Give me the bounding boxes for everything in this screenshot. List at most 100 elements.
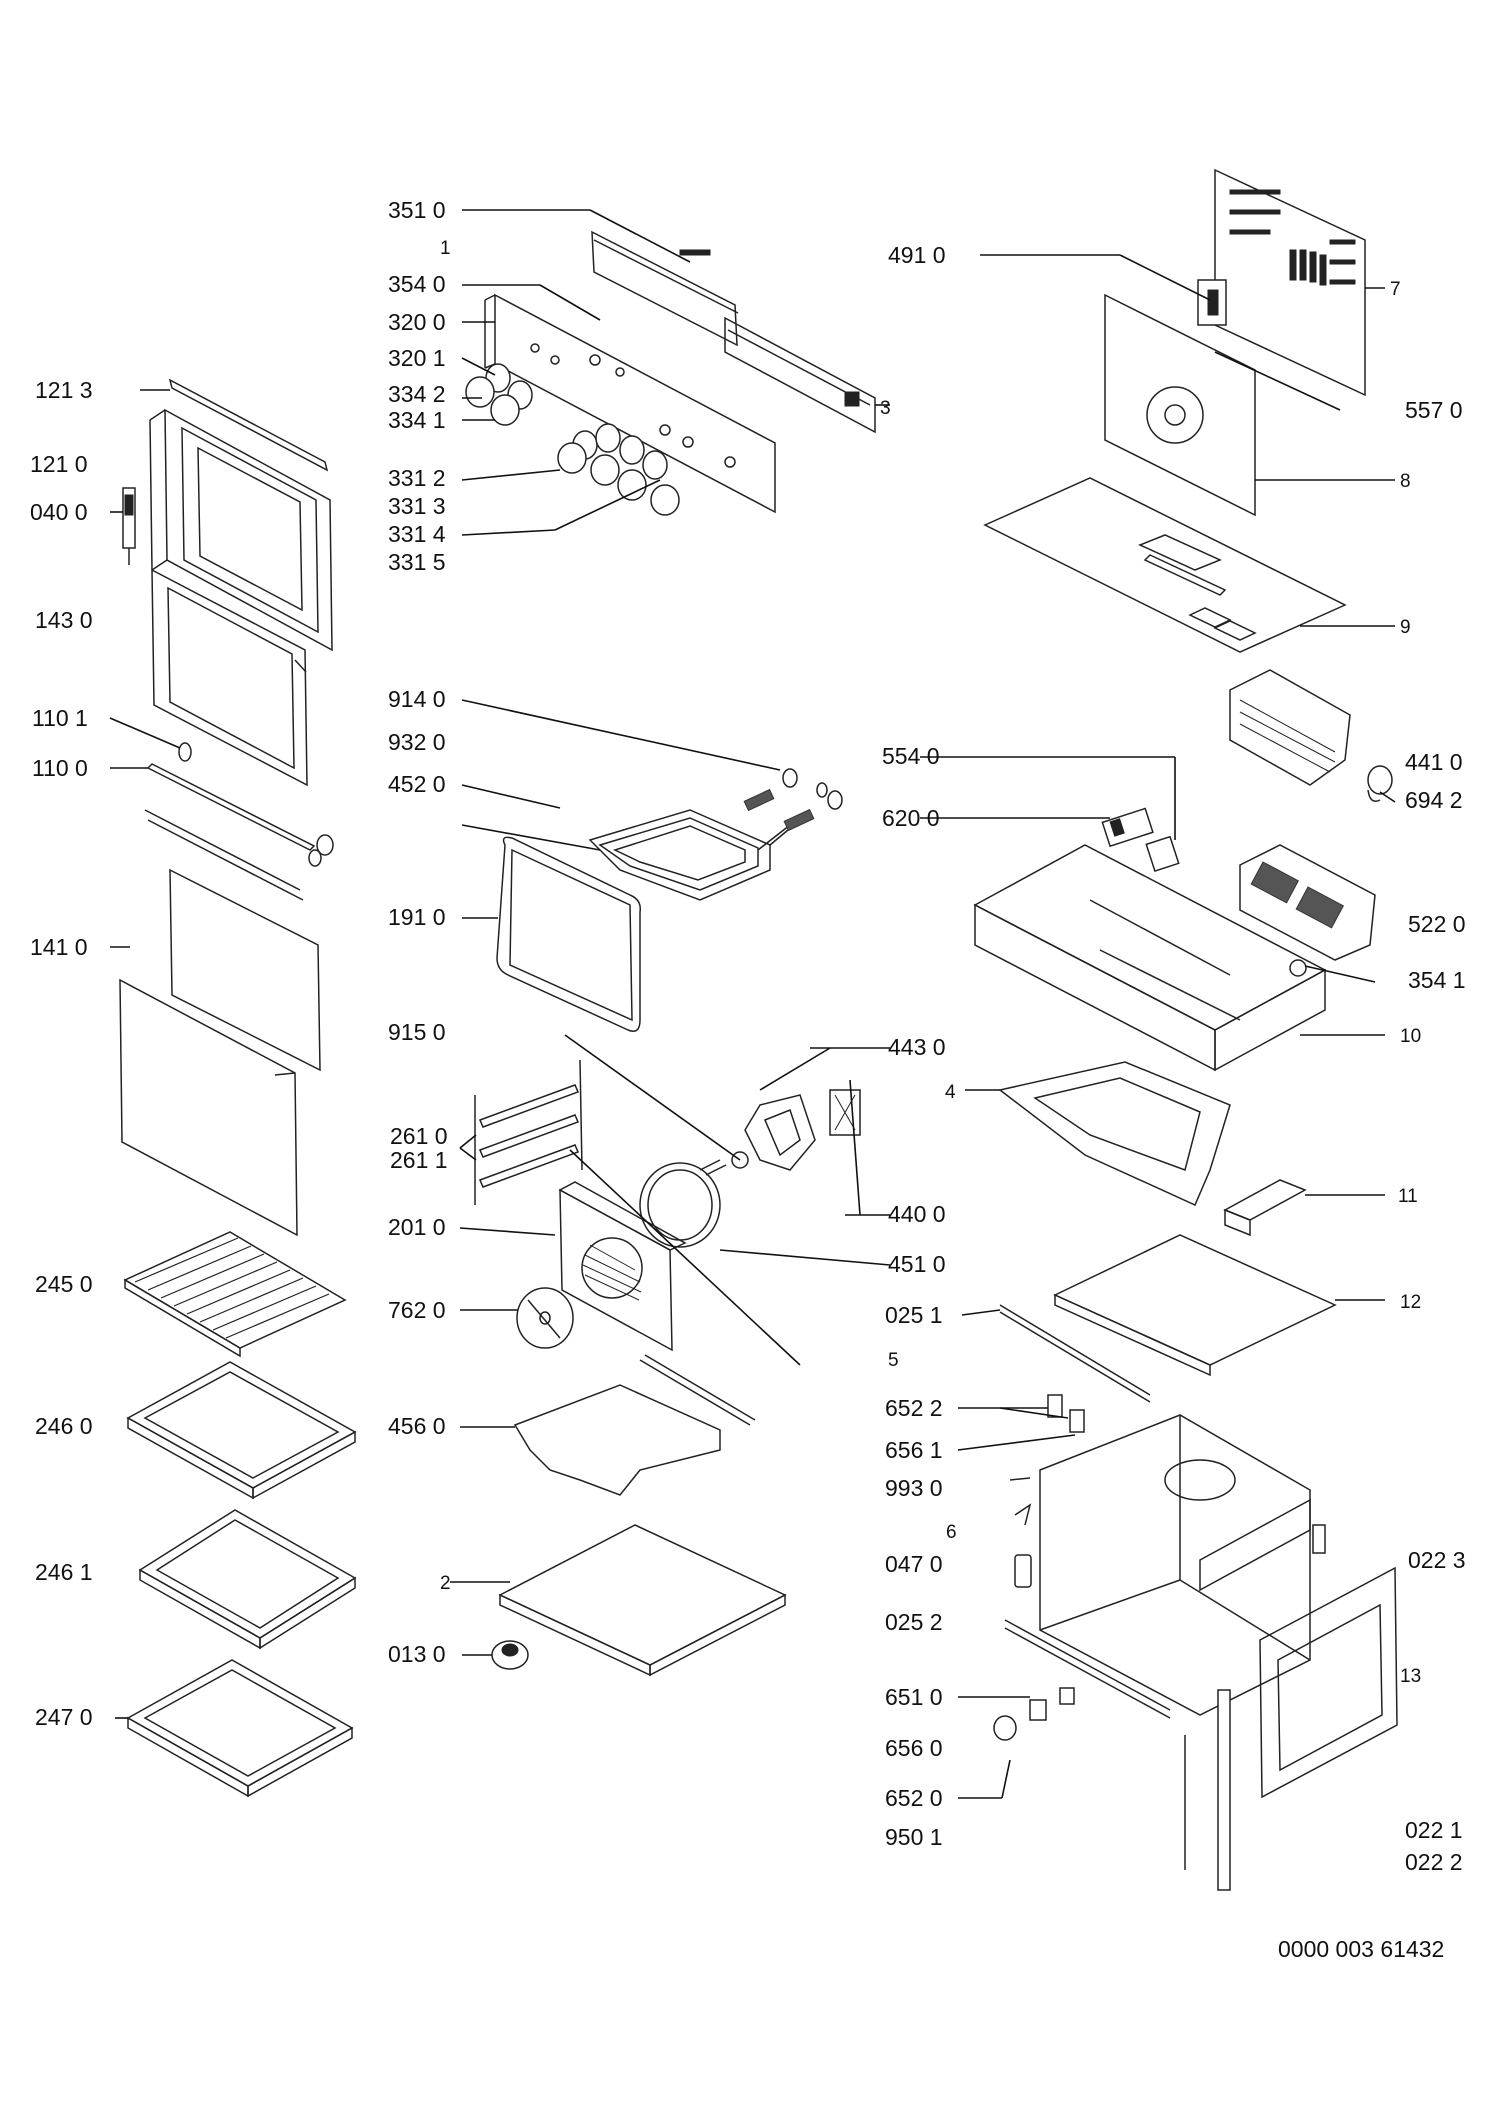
label-110-0: 110 0 <box>32 755 88 781</box>
label-5: 5 <box>888 1350 899 1371</box>
grill-rack-456 <box>513 1354 756 1496</box>
label-620-0: 620 0 <box>882 805 940 831</box>
label-047-0: 047 0 <box>885 1551 943 1577</box>
label-3: 3 <box>880 398 891 419</box>
label-334-2: 334 2 <box>388 381 446 407</box>
door-frame-13 <box>1184 1566 1398 1891</box>
label-651-0: 651 0 <box>885 1684 943 1710</box>
part-labels: 351 0 1 354 0 320 0 320 1 334 2 334 1 3 … <box>30 197 1466 1962</box>
label-025-2: 025 2 <box>885 1609 943 1635</box>
tray-246-1 <box>138 1509 357 1650</box>
label-331-5: 331 5 <box>388 549 446 575</box>
label-950-1: 950 1 <box>885 1824 943 1850</box>
heating-element-452 <box>588 809 801 901</box>
label-110-1: 110 1 <box>32 705 88 731</box>
label-351-0: 351 0 <box>388 197 446 223</box>
label-022-2: 022 2 <box>1405 1849 1463 1875</box>
label-320-1: 320 1 <box>388 345 446 371</box>
element-screws <box>743 768 843 832</box>
tray-246-0 <box>126 1361 357 1500</box>
bracket-4 <box>998 1061 1231 1206</box>
control-knobs <box>465 363 680 516</box>
label-652-0: 652 0 <box>885 1785 943 1811</box>
label-452-0: 452 0 <box>388 771 446 797</box>
label-554-0: 554 0 <box>882 743 940 769</box>
label-121-3: 121 3 <box>35 377 93 403</box>
label-261-0: 261 0 <box>390 1123 448 1149</box>
label-656-0: 656 0 <box>885 1735 943 1761</box>
label-7: 7 <box>1390 279 1401 300</box>
oven-cavity <box>1039 1414 1326 1716</box>
label-040-0: 040 0 <box>30 499 88 525</box>
door-assembly <box>119 378 334 1237</box>
label-022-3: 022 3 <box>1408 1547 1466 1573</box>
label-354-0: 354 0 <box>388 271 446 297</box>
document-number: 0000 003 61432 <box>1278 1936 1444 1962</box>
label-121-0: 121 0 <box>30 451 88 477</box>
small-parts-right <box>993 1394 1171 1741</box>
label-456-0: 456 0 <box>388 1413 446 1439</box>
base-plate-9 <box>983 477 1347 653</box>
label-354-1: 354 1 <box>1408 967 1466 993</box>
leader-lines <box>109 209 1396 1799</box>
label-652-2: 652 2 <box>885 1395 943 1421</box>
label-1: 1 <box>440 238 451 259</box>
label-762-0: 762 0 <box>388 1297 446 1323</box>
label-12: 12 <box>1400 1292 1421 1313</box>
label-246-0: 246 0 <box>35 1413 93 1439</box>
label-247-0: 247 0 <box>35 1704 93 1730</box>
shelf-runners-261 <box>474 1059 583 1205</box>
switch-module-522 <box>1239 844 1376 977</box>
label-9: 9 <box>1400 617 1411 638</box>
label-141-0: 141 0 <box>30 934 88 960</box>
fan-cover-201 <box>558 1181 687 1352</box>
label-022-1: 022 1 <box>1405 1817 1463 1843</box>
label-320-0: 320 0 <box>388 309 446 335</box>
label-143-0: 143 0 <box>35 607 93 633</box>
label-993-0: 993 0 <box>885 1475 943 1501</box>
label-522-0: 522 0 <box>1408 911 1466 937</box>
control-panel-assembly <box>484 230 876 514</box>
tangential-fan-441 <box>1229 669 1393 802</box>
label-656-1: 656 1 <box>885 1437 943 1463</box>
label-11: 11 <box>1398 1186 1418 1207</box>
label-191-0: 191 0 <box>388 904 446 930</box>
label-261-1: 261 1 <box>390 1147 448 1173</box>
label-932-0: 932 0 <box>388 729 446 755</box>
label-245-0: 245 0 <box>35 1271 93 1297</box>
label-334-1: 334 1 <box>388 407 446 433</box>
label-914-0: 914 0 <box>388 686 446 712</box>
top-plate-12 <box>999 1234 1337 1403</box>
label-025-1: 025 1 <box>885 1302 943 1328</box>
label-10: 10 <box>1400 1026 1421 1047</box>
oven-shelf-245 <box>123 1231 347 1358</box>
bracket-11 <box>1223 1179 1307 1237</box>
label-013-0: 013 0 <box>388 1641 446 1667</box>
label-331-2: 331 2 <box>388 465 446 491</box>
label-694-2: 694 2 <box>1405 787 1463 813</box>
oven-lamp-013 <box>491 1640 529 1670</box>
label-201-0: 201 0 <box>388 1214 446 1240</box>
label-443-0: 443 0 <box>888 1034 946 1060</box>
tray-247-0 <box>126 1659 354 1798</box>
oven-seal-191 <box>496 836 642 1032</box>
back-panel-7 <box>1214 168 1366 397</box>
circular-element-451 <box>639 1159 727 1248</box>
label-2: 2 <box>440 1573 451 1594</box>
label-557-0: 557 0 <box>1405 397 1463 423</box>
switches-554-620 <box>1101 807 1180 872</box>
label-440-0: 440 0 <box>888 1201 946 1227</box>
label-4: 4 <box>945 1082 956 1103</box>
label-451-0: 451 0 <box>888 1251 946 1277</box>
label-13: 13 <box>1400 1666 1421 1687</box>
label-491-0: 491 0 <box>888 242 946 268</box>
label-441-0: 441 0 <box>1405 749 1463 775</box>
baking-tray-2 <box>498 1524 787 1677</box>
label-331-4: 331 4 <box>388 521 446 547</box>
fan-motor-443 <box>731 1089 861 1171</box>
label-6: 6 <box>946 1522 957 1543</box>
label-8: 8 <box>1400 471 1411 492</box>
rear-panel-8 <box>1104 279 1256 517</box>
fan-blade-762 <box>516 1287 574 1349</box>
